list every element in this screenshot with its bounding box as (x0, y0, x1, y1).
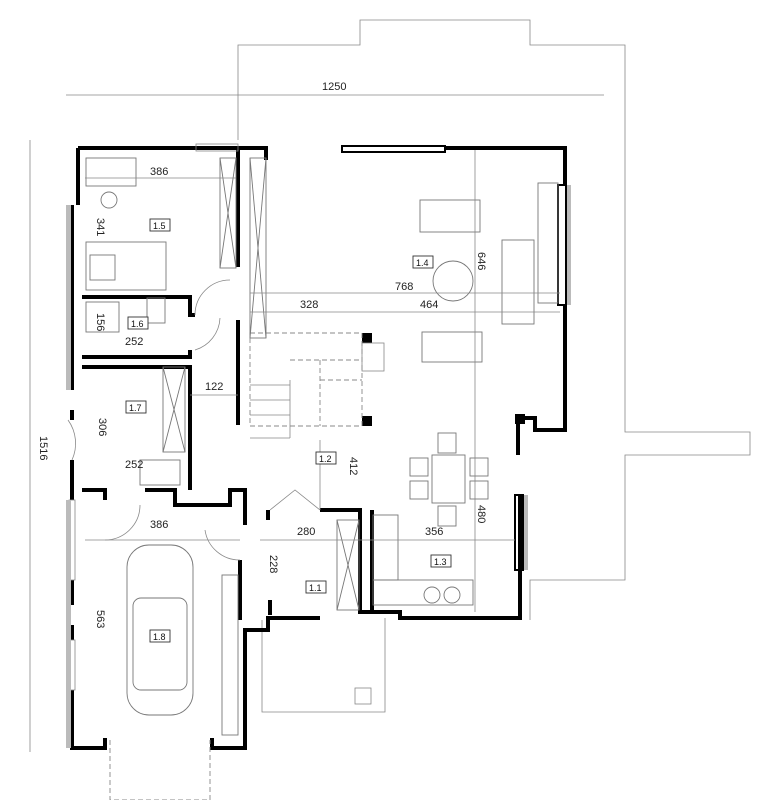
car-icon (126, 544, 194, 716)
room-tag-1-1: 1.1 (305, 580, 327, 594)
dim-bath-depth: 156 (94, 313, 106, 331)
svg-text:1.6: 1.6 (131, 319, 144, 329)
room-tag-1-5: 1.5 (149, 218, 171, 232)
room-labels: 1.1 1.2 1.3 1.4 1.5 1.6 1.7 1.8 (125, 218, 452, 643)
dim-stair-width: 328 (300, 299, 318, 311)
room-tag-1-7: 1.7 (125, 400, 147, 414)
roof-outline (237, 19, 751, 620)
wardrobes (162, 157, 559, 736)
room-tag-1-4: 1.4 (412, 255, 434, 269)
dim-living-depth: 646 (475, 252, 487, 270)
door-swings (67, 279, 321, 561)
dim-bed15-width: 386 (150, 166, 168, 178)
terrace-post (354, 687, 372, 705)
dim-bed17-depth: 306 (96, 418, 108, 436)
dim-hall-depth: 412 (347, 457, 359, 475)
dim-overall-height: 1516 (37, 436, 49, 460)
windows (66, 143, 571, 748)
room-tag-1-3: 1.3 (430, 554, 452, 568)
terrace-outline (261, 618, 386, 713)
dim-entry-width: 280 (297, 526, 315, 538)
dim-garage-width: 386 (150, 519, 168, 531)
fireplace (361, 342, 385, 372)
svg-text:1.5: 1.5 (153, 221, 166, 231)
svg-text:1.8: 1.8 (153, 632, 166, 642)
dim-hall-width: 122 (205, 381, 223, 393)
dimension-labels: 386 341 156 252 122 306 252 386 563 328 … (94, 166, 487, 628)
dim-living-width: 464 (420, 299, 438, 311)
room-tag-1-2: 1.2 (315, 451, 337, 465)
walls (70, 146, 567, 750)
dim-living-total: 768 (395, 281, 413, 293)
svg-text:1.1: 1.1 (309, 583, 322, 593)
svg-text:1.3: 1.3 (434, 557, 447, 567)
svg-text:1.4: 1.4 (416, 258, 429, 268)
staircase (249, 332, 363, 439)
dim-bath-width: 252 (125, 336, 143, 348)
dim-overall-width: 1250 (322, 81, 346, 93)
dim-bed17-width: 252 (125, 459, 143, 471)
room-tag-1-6: 1.6 (127, 316, 149, 330)
room-tag-1-8: 1.8 (149, 629, 171, 643)
furniture (85, 157, 535, 606)
dim-entry-depth: 228 (267, 555, 279, 573)
dim-kitchen-width: 356 (425, 526, 443, 538)
dim-dining-depth: 480 (475, 505, 487, 523)
dim-garage-depth: 563 (94, 610, 106, 628)
garage-door (109, 740, 211, 800)
svg-text:1.2: 1.2 (319, 454, 332, 464)
svg-text:1.7: 1.7 (129, 403, 142, 413)
dim-bed15-depth: 341 (94, 218, 106, 236)
